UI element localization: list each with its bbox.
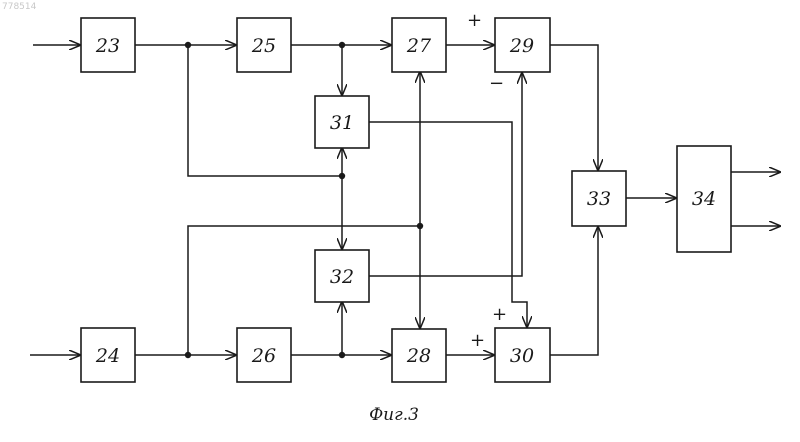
block-23: 23 [81, 18, 135, 72]
block-26: 26 [237, 328, 291, 382]
junction-dot [417, 223, 423, 229]
plus-sign-29: + [467, 10, 482, 31]
block-27: 27 [392, 18, 446, 72]
svg-text:25: 25 [251, 35, 276, 57]
svg-text:27: 27 [406, 35, 432, 57]
svg-text:24: 24 [95, 345, 120, 367]
tap-24-to-node [188, 226, 420, 355]
junction-dot [185, 42, 191, 48]
junction-dot [339, 42, 345, 48]
svg-text:32: 32 [330, 266, 354, 288]
block-29: 29 [495, 18, 550, 72]
block-33: 33 [572, 171, 626, 226]
svg-text:31: 31 [330, 112, 354, 134]
block-32: 32 [315, 250, 369, 302]
junctions [185, 42, 423, 358]
svg-text:30: 30 [510, 345, 534, 367]
plus-sign-30-left: + [470, 330, 485, 351]
block-25: 25 [237, 18, 291, 72]
watermark: 778514 [2, 2, 37, 12]
junction-dot [185, 352, 191, 358]
block-30: 30 [495, 328, 550, 382]
connections [30, 45, 780, 355]
block-24: 24 [81, 328, 135, 382]
svg-text:23: 23 [95, 35, 120, 57]
junction-dot [339, 173, 345, 179]
svg-text:33: 33 [587, 188, 611, 210]
junction-dot [339, 352, 345, 358]
figure-caption: Фиг.3 [369, 405, 419, 425]
wire-30-to-33 [550, 227, 598, 355]
minus-sign-29: − [489, 73, 504, 94]
svg-text:28: 28 [406, 345, 431, 367]
plus-sign-30-top: + [492, 304, 507, 325]
svg-text:26: 26 [251, 345, 276, 367]
svg-text:34: 34 [692, 188, 716, 210]
wire-29-to-33 [550, 45, 598, 170]
block-31: 31 [315, 96, 369, 148]
wire-32-to-29 [369, 73, 522, 276]
block-34: 34 [677, 146, 731, 252]
svg-text:29: 29 [509, 35, 534, 57]
block-28: 28 [392, 329, 446, 382]
wire-31-to-30 [369, 122, 527, 327]
